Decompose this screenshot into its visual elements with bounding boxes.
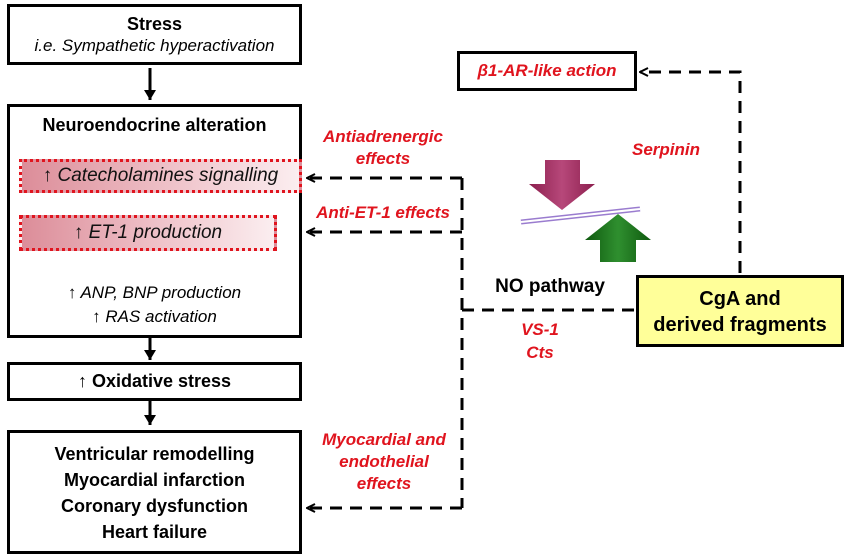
stress-title: Stress — [126, 14, 183, 34]
up-arrow-icon — [585, 214, 651, 262]
catecholamines-signalling-box: ↑ Catecholamines signalling — [19, 159, 302, 193]
derived-fragments-text: derived fragments — [653, 314, 827, 336]
outcome-item: Ventricular remodelling — [54, 444, 255, 464]
cga-derived-fragments-box: CgA and derived fragments — [636, 275, 844, 347]
et1-text: ↑ ET-1 production — [73, 222, 223, 243]
anp-bnp-text: ↑ ANP, BNP production — [67, 283, 242, 302]
ras-text: ↑ RAS activation — [92, 307, 217, 326]
et1-production-box: ↑ ET-1 production — [19, 215, 277, 251]
stress-subtitle: i.e. Sympathetic hyperactivation — [34, 36, 275, 55]
oxidative-stress-text: ↑ Oxidative stress — [77, 371, 232, 391]
b1-ar-action-box: β1-AR-like action — [457, 51, 637, 91]
myocardial-endothelial-effects-label: Myocardial and endothelial effects — [322, 430, 446, 493]
neuroendocrine-title: Neuroendocrine alteration — [42, 115, 267, 135]
anti-et1-effects-label: Anti-ET-1 effects — [316, 203, 450, 222]
antiadrenergic-effects-label: Antiadrenergic effects — [323, 127, 443, 168]
outcome-item: Heart failure — [101, 522, 208, 542]
b1-ar-action-text: β1-AR-like action — [477, 61, 617, 80]
cts-label: Cts — [526, 343, 554, 362]
outcome-item: Myocardial infarction — [63, 470, 246, 490]
down-arrow-icon — [529, 160, 595, 210]
stress-box: Stress i.e. Sympathetic hyperactivation — [7, 4, 302, 65]
cga-text: CgA and — [699, 288, 781, 310]
serpinin-label: Serpinin — [632, 140, 701, 159]
no-pathway-label: NO pathway — [495, 276, 605, 297]
vs1-label: VS-1 — [521, 320, 559, 339]
catecholamines-text: ↑ Catecholamines signalling — [42, 165, 279, 186]
dashed-arrow-b1ar — [640, 72, 742, 273]
outcomes-box: Ventricular remodelling Myocardial infar… — [7, 430, 302, 554]
outcome-item: Coronary dysfunction — [60, 496, 248, 516]
oxidative-stress-box: ↑ Oxidative stress — [7, 362, 302, 401]
